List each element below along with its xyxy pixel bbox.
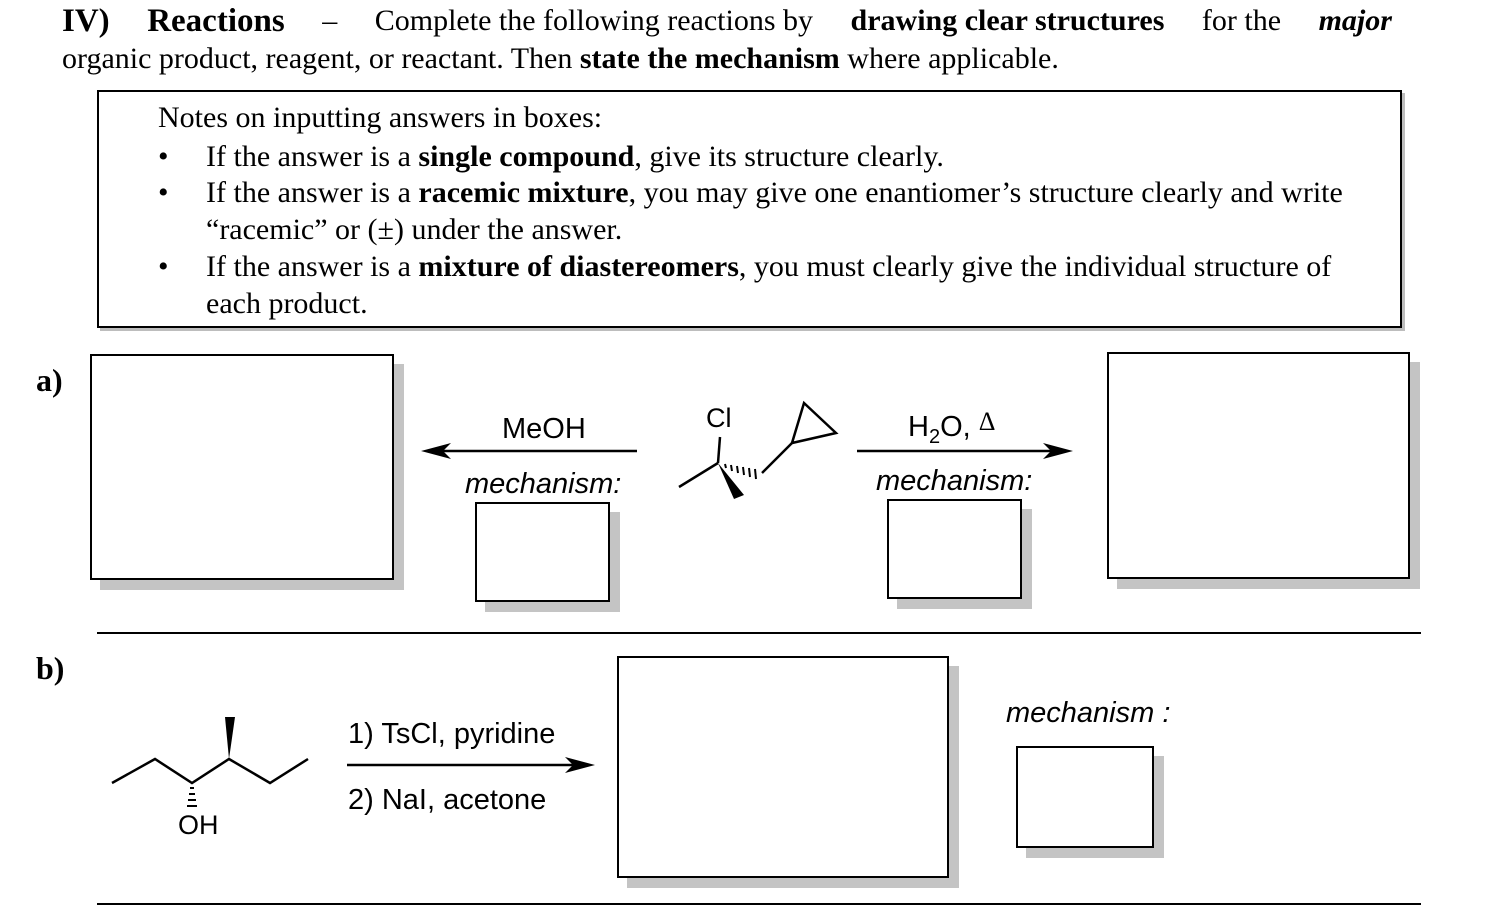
- reaction-arrow-b: [347, 757, 595, 773]
- question-title: Reactions: [147, 3, 285, 39]
- answer-box-a-left-product[interactable]: [90, 354, 394, 580]
- section-divider: [97, 903, 1421, 905]
- answer-box-a-left-mechanism[interactable]: [475, 502, 610, 602]
- bullet: •: [158, 140, 169, 173]
- header-line-2: organic product, reagent, or reactant. T…: [62, 40, 1392, 78]
- reaction-arrow-right: [857, 443, 1073, 459]
- section-divider: [97, 632, 1421, 634]
- header-emphasis: drawing clear structures: [850, 4, 1165, 37]
- notes-title: Notes on inputting answers in boxes:: [158, 101, 603, 134]
- header-text: Complete the following reactions by: [374, 4, 813, 37]
- reaction-arrow-left: [421, 443, 637, 459]
- reagent-step-1: 1) TsCl, pyridine: [348, 718, 556, 750]
- header-text: for the: [1201, 4, 1282, 37]
- structure-chlorocyclopropyl: [678, 400, 839, 499]
- structure-alcohol: [111, 717, 309, 807]
- answer-box-b-mechanism[interactable]: [1016, 746, 1154, 848]
- chlorine-label: Cl: [706, 403, 732, 433]
- header-dash: –: [322, 4, 338, 37]
- reagent-water-heat: H2O, Δ: [908, 407, 996, 448]
- heat-symbol: Δ: [978, 407, 996, 436]
- bullet: •: [158, 250, 169, 283]
- question-header: IV) Reactions – Complete the following r…: [62, 2, 1392, 78]
- header-emphasis-major: major: [1318, 4, 1392, 37]
- mechanism-label: mechanism:: [876, 465, 1033, 497]
- bullet: •: [158, 176, 169, 209]
- header-text: where applicable.: [847, 42, 1059, 75]
- mechanism-label: mechanism:: [465, 468, 622, 500]
- reagent-meoh: MeOH: [502, 413, 586, 445]
- header-text: organic product, reagent, or reactant. T…: [62, 42, 573, 75]
- header-line-1: IV) Reactions – Complete the following r…: [62, 2, 1392, 40]
- part-b-label: b): [36, 650, 65, 686]
- mechanism-label: mechanism :: [1006, 697, 1171, 729]
- answer-box-a-right-mechanism[interactable]: [887, 499, 1022, 599]
- answer-box-b-product[interactable]: [617, 656, 949, 878]
- part-a-label: a): [36, 362, 63, 398]
- question-number: IV): [62, 3, 110, 39]
- answer-box-a-right-product[interactable]: [1107, 352, 1410, 579]
- reagent-step-2: 2) NaI, acetone: [348, 784, 547, 816]
- header-emphasis: state the mechanism: [579, 42, 840, 75]
- hydroxyl-label: OH: [178, 810, 219, 840]
- notes-box: [97, 90, 1402, 328]
